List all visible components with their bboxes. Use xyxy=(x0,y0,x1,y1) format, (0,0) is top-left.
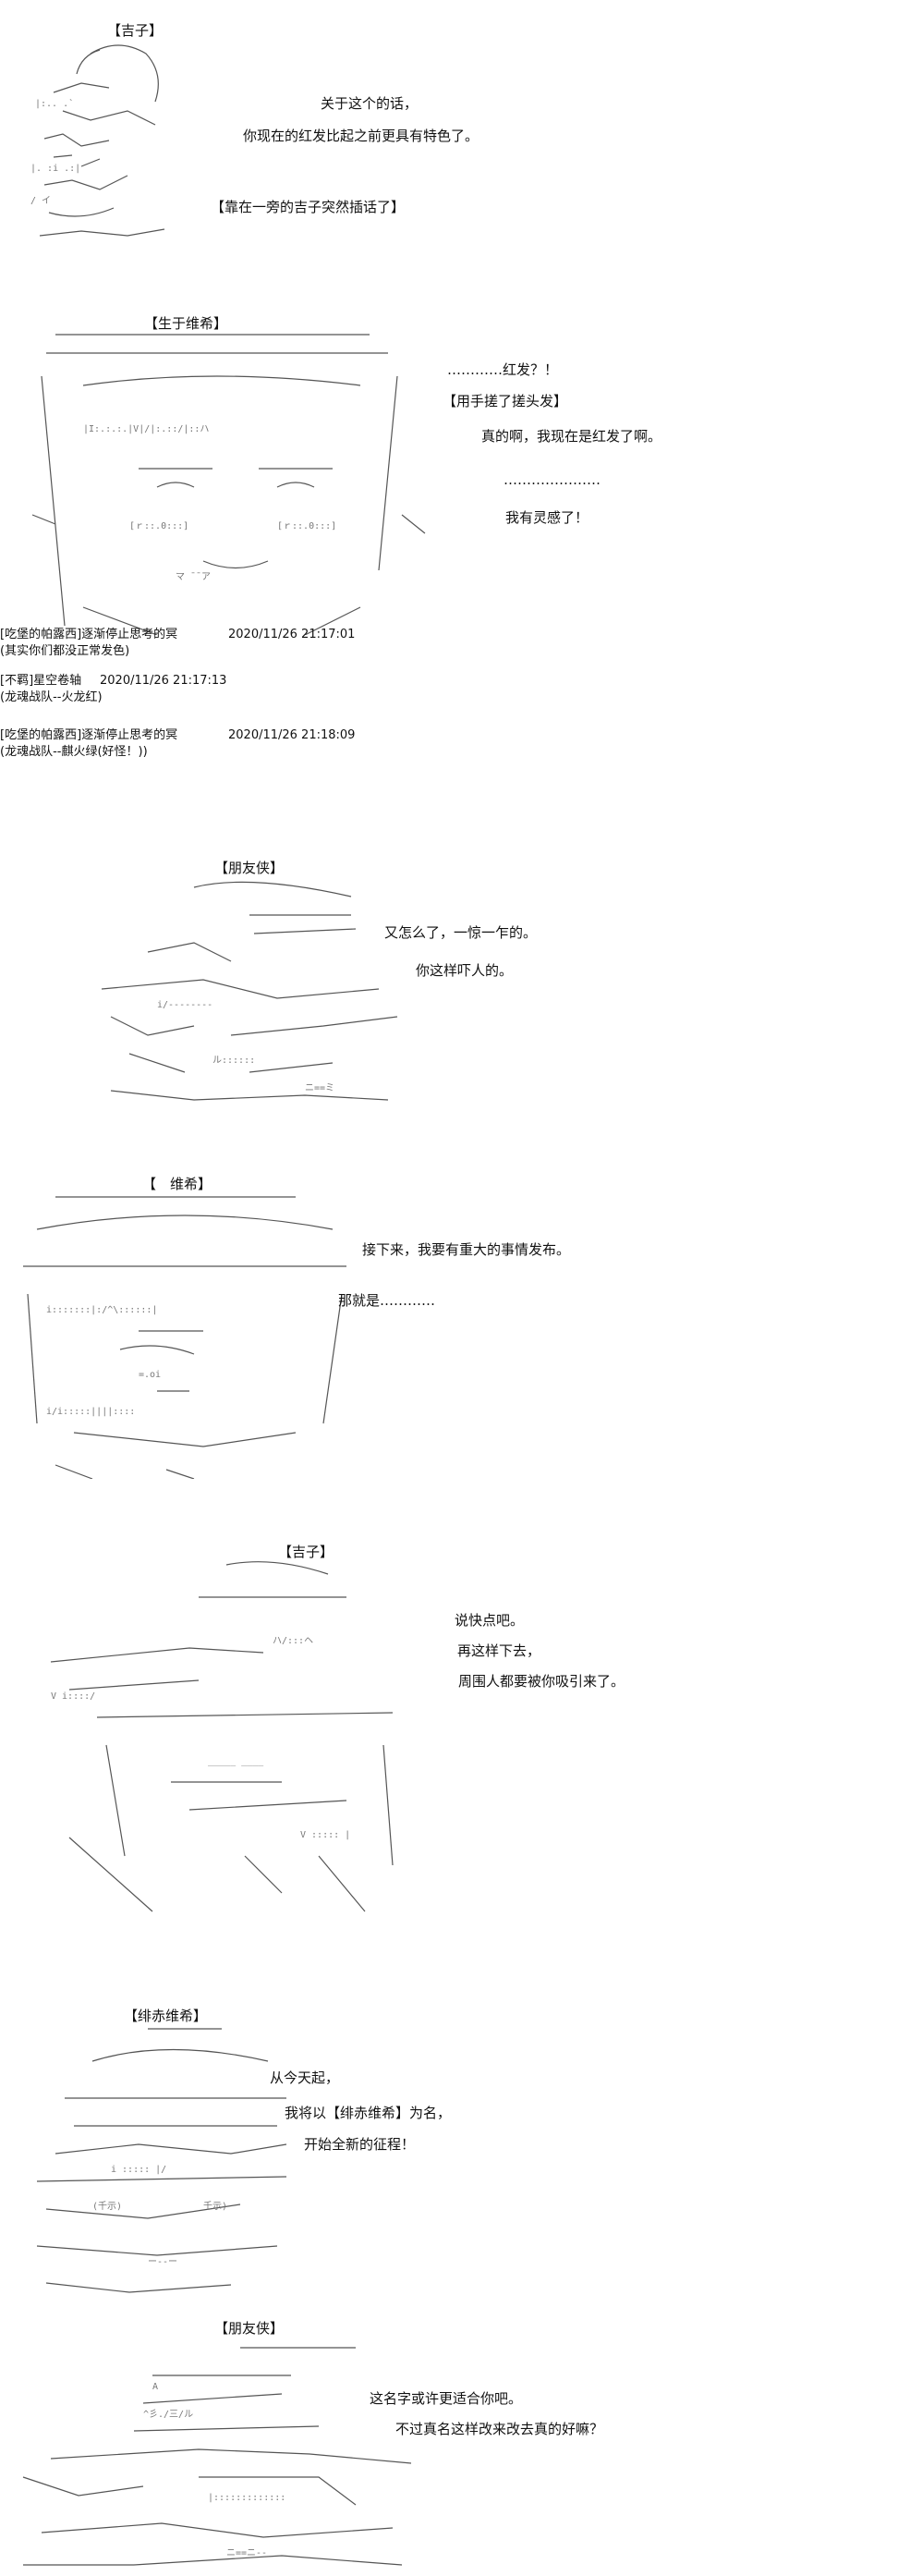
ascii-art-character: A^彡./三/ル|:::::::::::::ニ==ニ-- xyxy=(14,2338,448,2570)
dialogue-line: 从今天起， xyxy=(270,2069,340,2086)
comment-time: 2020/11/26 21:17:01 xyxy=(228,628,356,641)
svg-text:ニ==ニ--: ニ==ニ-- xyxy=(226,2548,267,2558)
speaker-name: 【吉子】 xyxy=(107,22,164,39)
comment-author: [吃堡的帕露西]逐渐停止思考的冥 xyxy=(0,728,178,742)
comment-time: 2020/11/26 21:18:09 xyxy=(228,728,356,742)
svg-text:i/i:::::||||::::: i/i:::::||||:::: xyxy=(46,1407,135,1417)
dialogue-line: 开始全新的征程！ xyxy=(304,2136,416,2153)
svg-text:V ::::: |: V ::::: | xyxy=(300,1830,350,1840)
comment-author: [不羁]星空卷轴 xyxy=(0,674,82,688)
svg-text:i/--------: i/-------- xyxy=(157,1000,212,1010)
dialogue-line: …………红发？！ xyxy=(447,361,559,378)
dialogue-line: 那就是………… xyxy=(338,1292,436,1309)
ascii-art-character: i ::::: |/(千示) 千示)ー--ー xyxy=(18,2024,305,2301)
ascii-art-character: |I:.:.:.|V|/|:.::/|::ハ[ｒ::.0:::] [ｒ::.0::… xyxy=(28,330,434,635)
speaker-name: 【朋友侠】 xyxy=(214,2320,285,2337)
svg-text:|I:.:.:.|V|/|:.::/|::ハ: |I:.:.:.|V|/|:.::/|::ハ xyxy=(83,424,209,434)
svg-text:千示): 千示) xyxy=(203,2201,227,2212)
svg-text:|. :i .:|: |. :i .:| xyxy=(30,164,80,174)
dialogue-line: ………………… xyxy=(504,471,601,488)
dialogue-line: 说快点吧。 xyxy=(455,1612,525,1629)
speaker-name: 【朋友侠】 xyxy=(214,860,285,876)
svg-text:/ イ: / イ xyxy=(30,196,51,206)
comment-text: (其实你们都没正常发色) xyxy=(0,644,130,658)
dialogue-line: 再这样下去， xyxy=(457,1642,541,1659)
dialogue-line: 我将以【绯赤维希】为名， xyxy=(285,2105,452,2121)
speaker-name: 【吉子】 xyxy=(278,1544,334,1560)
svg-text:|:::::::::::::: |::::::::::::: xyxy=(208,2493,285,2503)
svg-text:|:.. .`: |:.. .` xyxy=(35,98,74,109)
svg-text:ハ/:::ヘ: ハ/:::ヘ xyxy=(273,1636,313,1646)
svg-text:[ｒ::.0:::]: [ｒ::.0:::] xyxy=(277,521,336,531)
comment-author: [吃堡的帕露西]逐渐停止思考的冥 xyxy=(0,628,178,641)
comment-time: 2020/11/26 21:17:13 xyxy=(100,674,227,688)
dialogue-line: 【用手搓了搓头发】 xyxy=(443,393,568,409)
dialogue-line: 我有灵感了！ xyxy=(505,509,589,526)
svg-text:(千示): (千示) xyxy=(92,2201,122,2212)
speaker-name: 【 维希】 xyxy=(142,1176,212,1192)
dialogue-line: 你这样吓人的。 xyxy=(416,962,514,979)
svg-text:マ ̄ ̄ ̄ア: マ ̄ ̄ ̄ア xyxy=(176,572,211,582)
dialogue-line: 接下来，我要有重大的事情发布。 xyxy=(362,1241,571,1258)
dialogue-line: 你现在的红发比起之前更具有特色了。 xyxy=(243,128,479,144)
comment-text: (龙魂战队--麒火绿(好怪！)) xyxy=(0,745,148,759)
dialogue-line: 【靠在一旁的吉子突然插话了】 xyxy=(211,199,406,215)
speaker-name: 【绯赤维希】 xyxy=(124,2008,208,2024)
svg-text:_____ ____: _____ ____ xyxy=(208,1756,264,1766)
svg-text:[ｒ::.0:::]: [ｒ::.0:::] xyxy=(129,521,188,531)
dialogue-line: 真的啊，我现在是红发了啊。 xyxy=(481,428,662,445)
svg-text:ル::::::: ル:::::: xyxy=(212,1056,255,1066)
dialogue-line: 又怎么了，一惊一乍的。 xyxy=(384,924,538,941)
svg-text:i ::::: |/: i ::::: |/ xyxy=(111,2165,166,2175)
comment-text: (龙魂战队--火龙红) xyxy=(0,690,103,704)
dialogue-line: 这名字或许更适合你吧。 xyxy=(370,2390,523,2407)
svg-text:^彡./三/ル: ^彡./三/ル xyxy=(143,2410,193,2420)
dialogue-line: 周围人都要被你吸引来了。 xyxy=(458,1673,625,1690)
ascii-art-character: |:.. .` |. :i .:| / イ xyxy=(26,37,211,250)
svg-text:ニ==ミ: ニ==ミ xyxy=(305,1083,334,1093)
dialogue-line: 不过真名这样改来改去真的好嘛？ xyxy=(395,2421,604,2437)
speaker-name: 【生于维希】 xyxy=(144,315,228,332)
dialogue-line: 关于这个的话， xyxy=(321,95,419,112)
svg-text:ー--ー: ー--ー xyxy=(148,2257,177,2267)
svg-text:=.oi: =.oi xyxy=(139,1370,161,1380)
svg-text:i:::::::|:/^\::::::|: i:::::::|:/^\::::::| xyxy=(46,1305,157,1315)
svg-text:V i::::/: V i::::/ xyxy=(51,1691,95,1702)
ascii-art-character: i/--------ル::::::ニ==ミ xyxy=(92,878,407,1109)
svg-text:A: A xyxy=(152,2382,158,2392)
